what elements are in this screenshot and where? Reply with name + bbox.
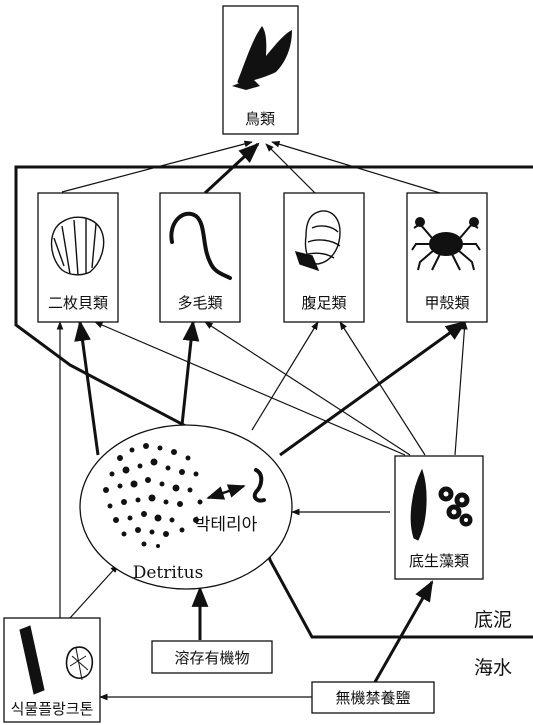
arrow-algae-to-bivalves (94, 321, 406, 456)
gastropods-label: 腹足類 (301, 294, 346, 312)
bird-icon (232, 26, 292, 90)
arrow-gastropods-to-birds (265, 143, 316, 194)
arrow-bivalves-to-birds (61, 140, 253, 193)
worm-icon (169, 211, 232, 280)
polychaetes-label: 多毛類 (177, 294, 222, 312)
flow-arrows (56, 140, 468, 701)
arrow-detritus-to-crustaceans (279, 320, 467, 457)
sediment-boundary-line (14, 165, 533, 639)
snail-icon (294, 210, 341, 272)
diatom-icon (410, 468, 473, 541)
detritus-node: 박테리아 Detritus (79, 424, 293, 590)
crab-icon (411, 217, 481, 271)
bivalves-node: 二枚貝類 (37, 192, 119, 323)
detritus-label: Detritus (133, 563, 204, 583)
benthic-algae-label: 底生藻類 (409, 552, 469, 570)
phytoplankton-label: 식물플랑크톤 (11, 700, 94, 718)
clam-shell-icon (50, 216, 105, 276)
arrow-phytoplankton-to-detritus (69, 564, 119, 619)
polychaetes-node: 多毛類 (159, 192, 241, 323)
crustaceans-label: 甲殼類 (424, 294, 469, 312)
plankton-icon (19, 625, 94, 695)
bacteria-label: 박테리아 (195, 515, 258, 535)
arrow-algae-to-gastropods (339, 321, 426, 456)
arrow-algae-to-polychaetes (204, 321, 411, 456)
crustaceans-node: 甲殼類 (406, 192, 488, 323)
sediment-zone-label: 底泥 (474, 609, 512, 631)
arrow-polychaetes-to-birds (203, 142, 260, 195)
birds-label: 鳥類 (245, 110, 275, 128)
particle-cloud-icon (103, 443, 203, 548)
inorganic-nutrients-node: 無機禁養鹽 (311, 681, 435, 714)
arrow-detritus-to-polychaetes (180, 319, 200, 426)
arrow-detritus-to-bivalves (74, 319, 100, 456)
inorganic-nutrients-label: 無機禁養鹽 (335, 689, 410, 707)
arrow-detritus-to-gastropods (251, 321, 319, 431)
birds-node: 鳥類 (222, 5, 299, 135)
gastropods-node: 腹足類 (283, 192, 365, 323)
dissolved-organic-node: 溶存有機物 (151, 640, 273, 674)
seawater-zone-label: 海水 (474, 657, 512, 679)
bacteria-icon (206, 468, 266, 503)
arrow-nutrients-to-algae (373, 580, 434, 683)
bivalves-label: 二枚貝類 (48, 294, 108, 312)
benthic-algae-node: 底生藻類 (394, 455, 484, 580)
arrow-algae-to-crustaceans (454, 321, 468, 456)
arrow-crustaceans-to-birds (271, 140, 441, 194)
phytoplankton-node: 식물플랑크톤 (3, 617, 101, 723)
dissolved-organic-label: 溶存有機物 (174, 649, 249, 667)
